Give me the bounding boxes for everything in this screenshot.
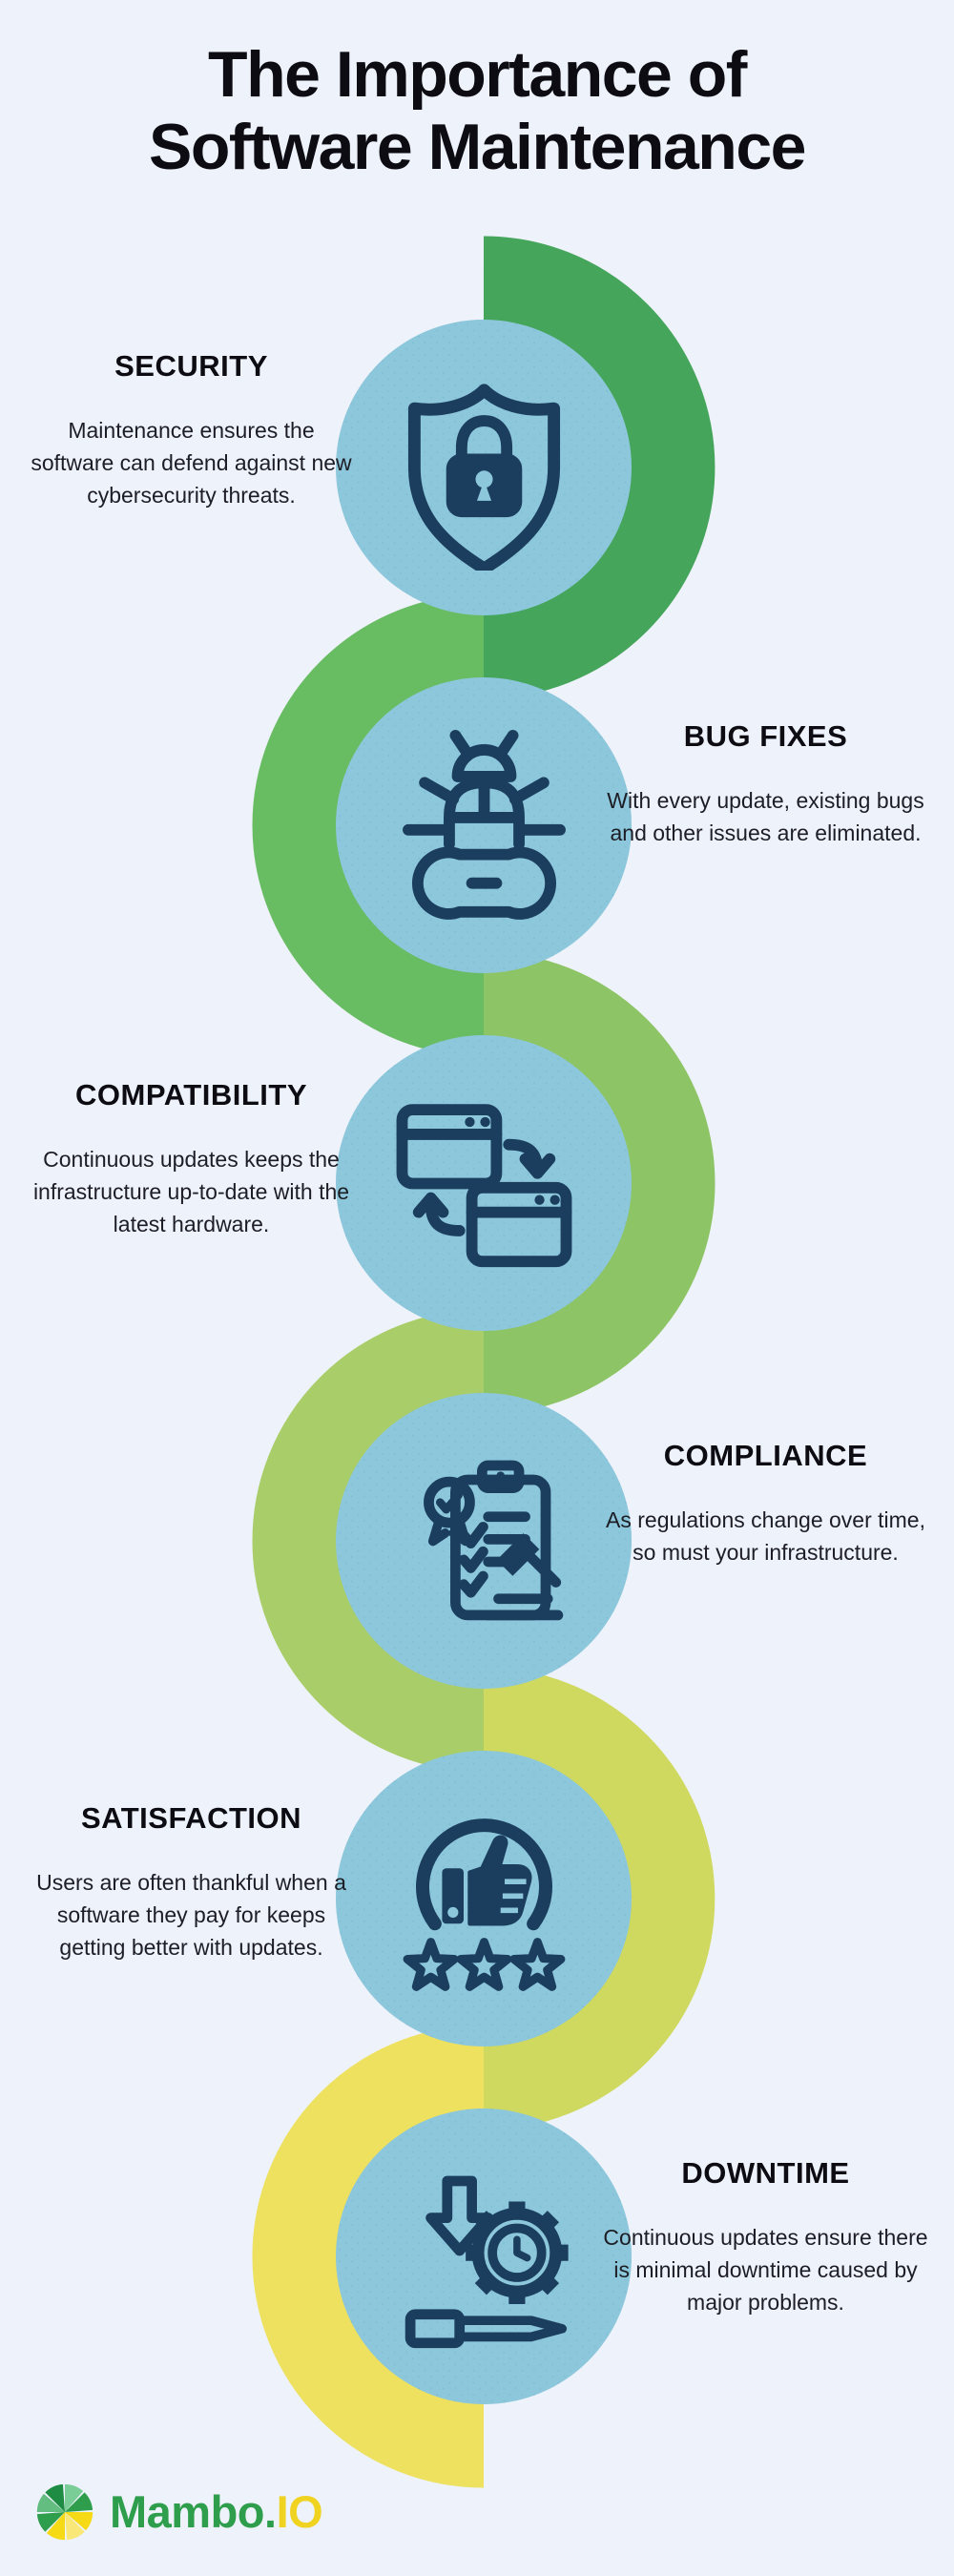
window-bottom-dot-2 [550,1195,560,1205]
section-compliance-body: As regulations change over time, so must… [606,1507,925,1565]
snake-segment-4 [252,1309,486,1773]
section-security-body: Maintenance ensures the software can def… [31,418,352,508]
badge-check [435,1490,463,1514]
windows-sync-icon [396,1104,572,1268]
sync-arrow-up [412,1192,466,1236]
snake-segment-6 [252,2025,486,2488]
window-top [396,1104,503,1190]
pinwheel-slice-3 [46,2512,65,2541]
section-compliance: COMPLIANCE As regulations change over ti… [601,1437,930,1568]
pinwheel-slice-6 [45,2483,65,2512]
section-satisfaction-body: Users are often thankful when a software… [36,1870,346,1960]
snake-segments [252,236,716,2488]
gavel-head [496,1533,540,1576]
section-compliance-heading: COMPLIANCE [663,1439,868,1472]
snake-segment-1 [482,236,716,699]
section-downtime-heading: DOWNTIME [681,2156,850,2190]
thumb-cuff-dot [447,1906,459,1919]
pinwheel-slice-8 [65,2492,93,2512]
screwdriver-handle [404,2309,466,2349]
logo-text-primary: Mambo. [110,2486,277,2537]
window-top-dot-2 [480,1116,490,1128]
checkmark-2 [458,1546,488,1573]
section-bug-fixes-heading: BUG FIXES [683,719,848,753]
shield-outline [407,384,561,571]
section-compatibility-heading: COMPATIBILITY [75,1078,307,1111]
window-bottom-dot-1 [534,1195,545,1205]
clock-face [487,2223,547,2282]
checkmark-3 [458,1570,488,1598]
logo-text-secondary: IO [276,2486,323,2537]
screwdriver-shaft [454,2316,568,2342]
thumb-cuff [442,1868,464,1924]
compliance-clipboard-icon [424,1460,564,1621]
bug-head [451,744,517,782]
clipboard-clip-dot [496,1471,505,1480]
clipboard-clip [476,1460,525,1493]
sync-arrow-down [503,1138,556,1179]
brand-logo: Mambo.IO [34,2479,323,2545]
page-title-line-1: The Importance of [208,38,747,111]
lock-keyhole-slot [476,480,492,501]
star-1 [407,1942,454,1987]
section-bug-fixes: BUG FIXES With every update, existing bu… [601,717,930,849]
thumb-finger-lines [500,1879,527,1914]
down-arrow [425,2175,494,2256]
snake-segment-2 [252,593,486,1057]
gavel-handle [524,1550,562,1588]
section-bug-fixes-body: With every update, existing bugs and oth… [607,788,924,845]
snake-segment-5 [482,1667,716,2130]
section-satisfaction: SATISFACTION Users are often thankful wh… [27,1799,356,1963]
star-2 [461,1942,508,1987]
section-security: SECURITY Maintenance ensures the softwar… [27,347,356,511]
downtime-gear-icon [404,2175,569,2349]
pinwheel-slice-1 [65,2512,93,2531]
section-compatibility: COMPATIBILITY Continuous updates keeps t… [27,1076,356,1240]
section-compatibility-body: Continuous updates keeps the infrastruct… [32,1147,350,1236]
shield-lock-icon [407,384,561,571]
bug-body [444,777,525,850]
window-top-dot-1 [465,1116,475,1128]
lock-shackle [455,415,513,467]
pinwheel-slice-5 [36,2493,65,2512]
pinwheel-slice-4 [36,2512,65,2532]
section-satisfaction-heading: SATISFACTION [80,1801,302,1835]
badge-circle [424,1476,475,1528]
pinwheel-slice-7 [65,2483,84,2512]
section-downtime: DOWNTIME Continuous updates ensure there… [601,2154,930,2318]
wrench [412,846,556,920]
page-title: The Importance of Software Maintenance [0,38,954,183]
circle-bug-fixes-texture [336,677,632,973]
gear-ring [471,2207,563,2298]
snake-segment-3 [482,951,716,1415]
bug-wrench-icon [403,729,566,920]
star-3 [514,1942,561,1987]
pinwheel-slice-2 [65,2512,85,2541]
bug-upper-legs [419,777,550,805]
section-security-heading: SECURITY [114,349,268,383]
logo-wordmark: Mambo.IO [110,2482,323,2543]
logo-pinwheel-icon [36,2483,93,2541]
rating-ring [416,1818,552,1931]
window-bottom [466,1181,572,1268]
badge-ribbons [427,1516,470,1547]
thumb-hand [467,1835,532,1926]
page-title-line-2: Software Maintenance [149,111,806,184]
thumbs-up-stars-icon [382,1818,587,2002]
section-downtime-body: Continuous updates ensure there is minim… [603,2225,928,2315]
gear [466,2201,569,2304]
clock-hands [513,2235,531,2262]
lock-keyhole [475,470,493,488]
